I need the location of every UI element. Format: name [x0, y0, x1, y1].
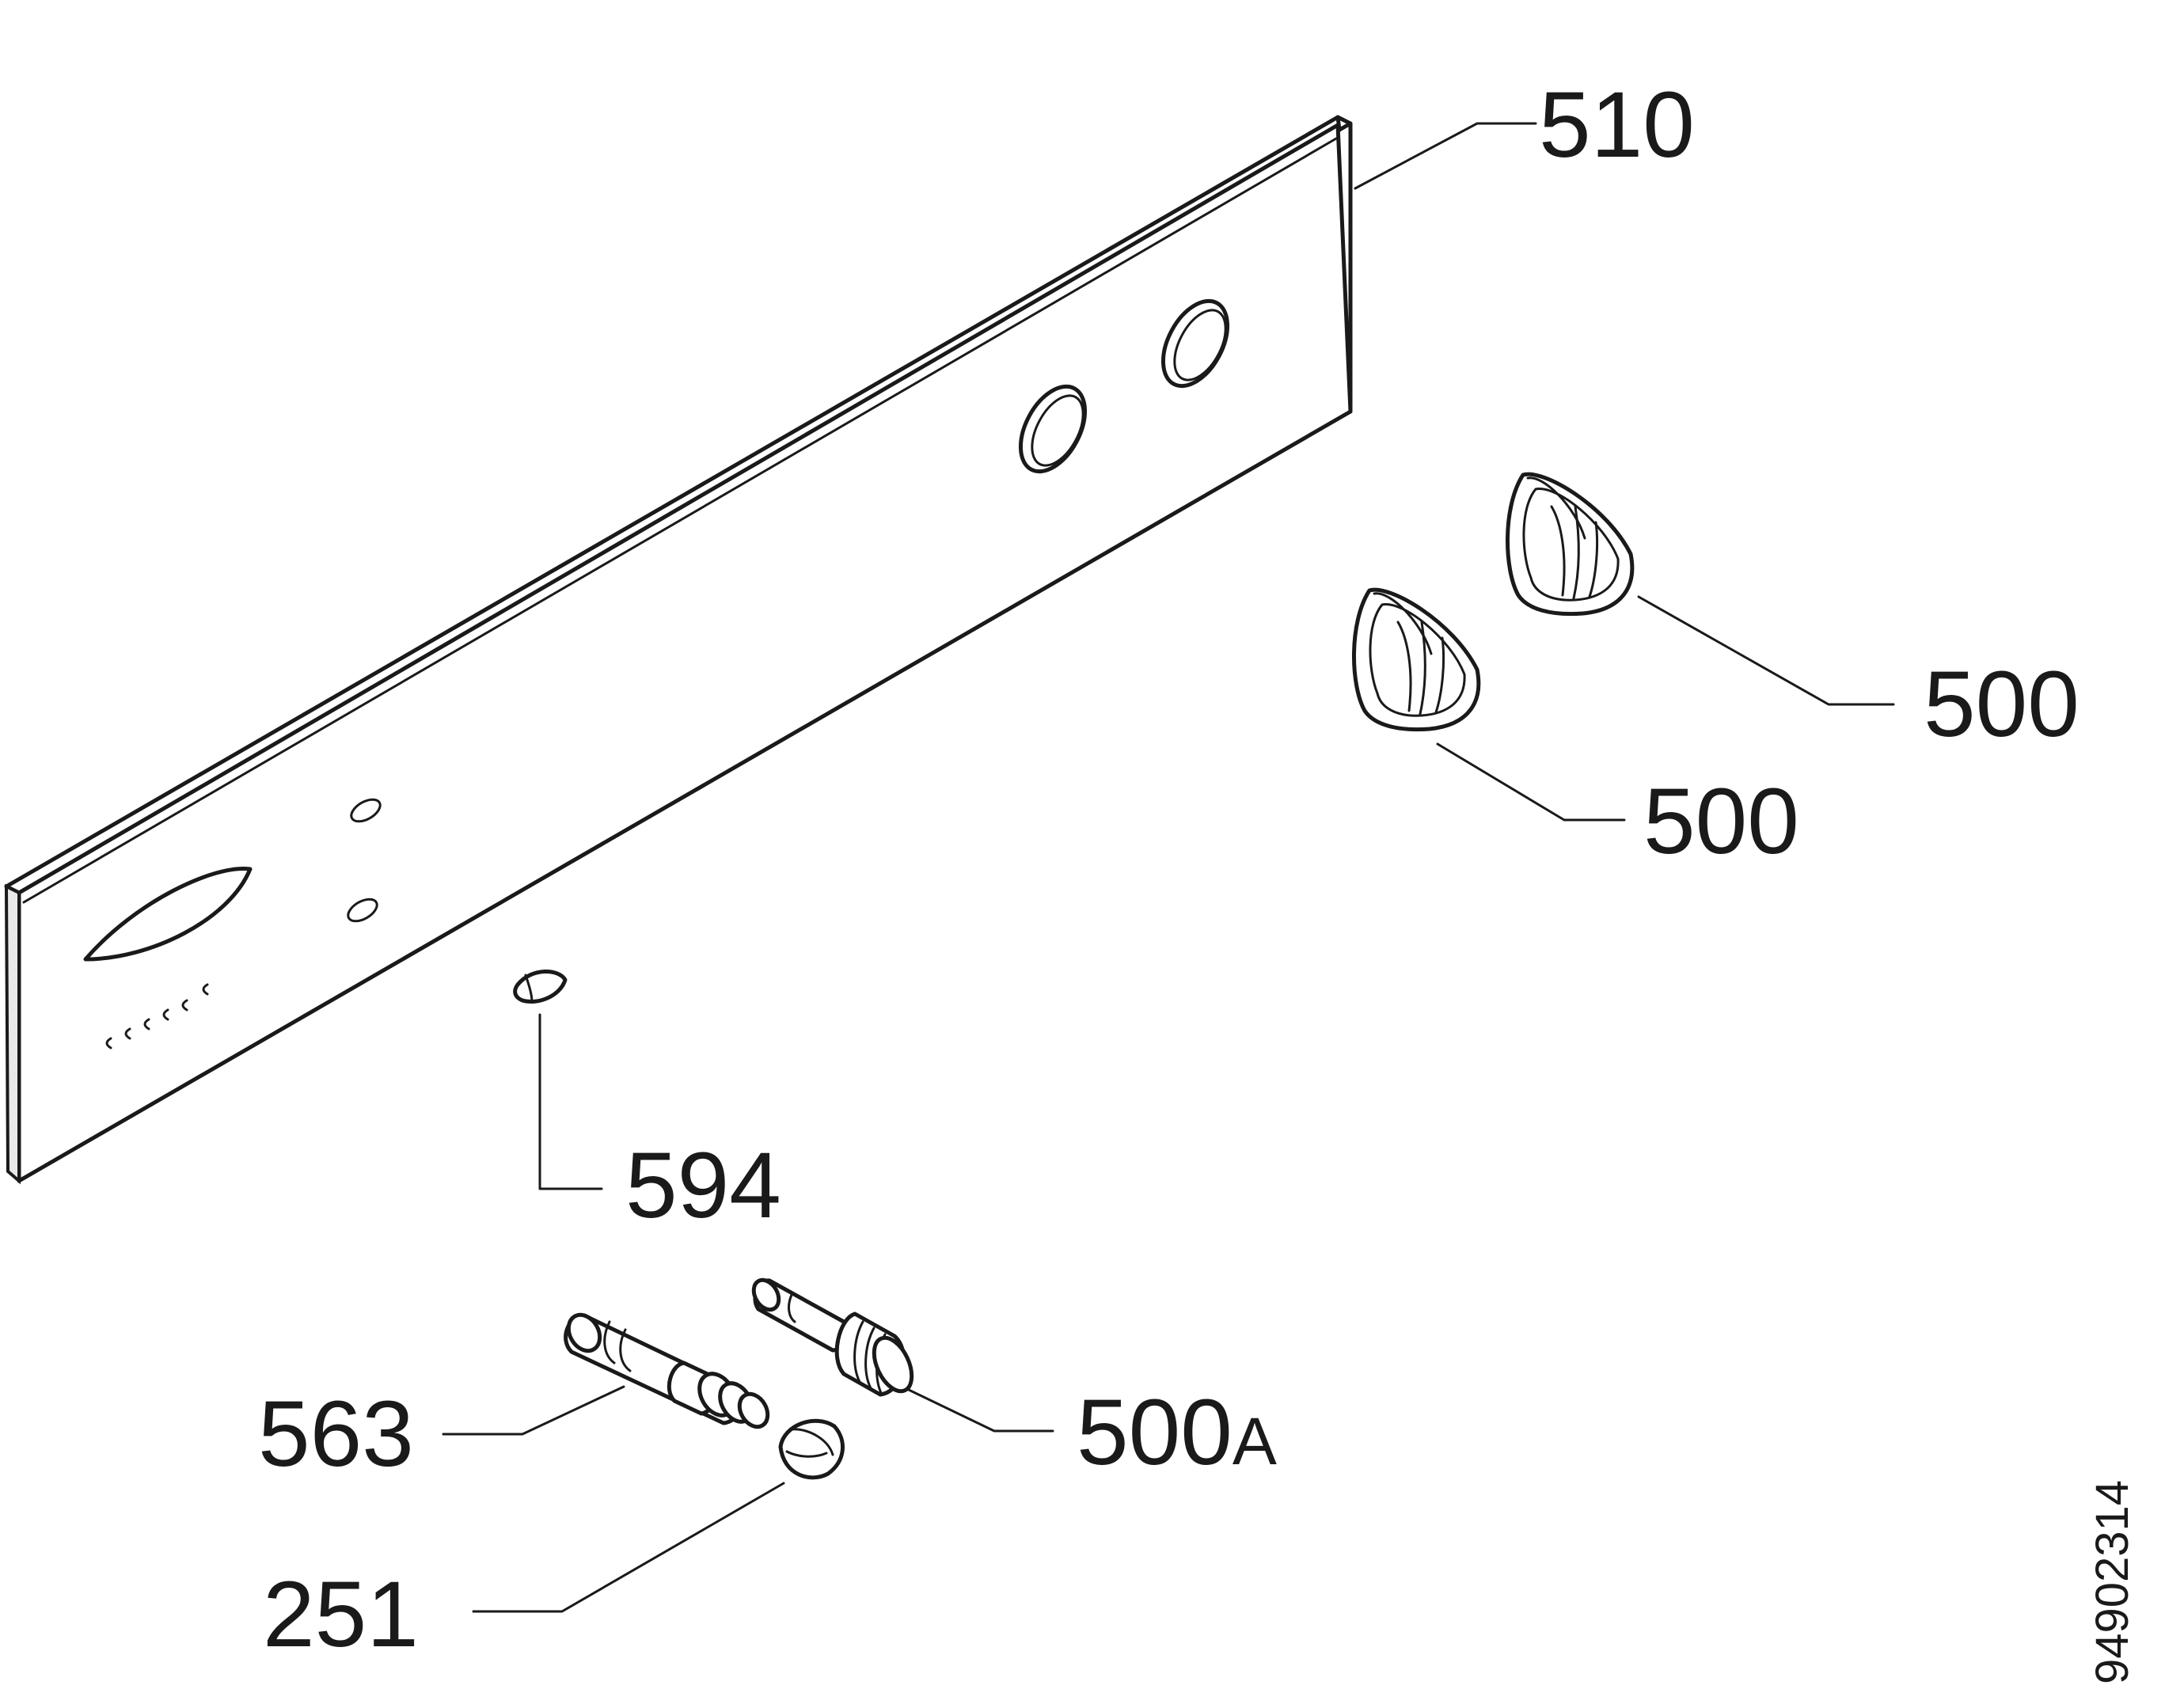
- document-number: 94902314: [2087, 1480, 2138, 1684]
- button-slots: [105, 983, 209, 1049]
- display-window: [83, 867, 253, 962]
- plug: [513, 970, 603, 1190]
- knob-lower: [1351, 587, 1626, 822]
- callout-500-lower-knob: 500: [1643, 769, 1799, 874]
- knob-upper: [1505, 472, 1895, 706]
- indicator-hole-2: [347, 898, 378, 923]
- callout-594: 594: [625, 1133, 781, 1238]
- callout-500-upper-knob: 500: [1924, 652, 2080, 757]
- control-panel: [4, 115, 1537, 1185]
- knob-hole-1: [1018, 384, 1088, 474]
- callout-500a: 500A: [1077, 1380, 1277, 1485]
- indicator-hole-1: [350, 798, 382, 823]
- spindle: [442, 1312, 770, 1436]
- callout-251: 251: [263, 1562, 419, 1667]
- shaft: [751, 1277, 1054, 1433]
- callout-563: 563: [258, 1382, 414, 1486]
- knob-hole-2: [1160, 298, 1230, 389]
- callout-510: 510: [1539, 73, 1695, 177]
- screw: [472, 1418, 845, 1613]
